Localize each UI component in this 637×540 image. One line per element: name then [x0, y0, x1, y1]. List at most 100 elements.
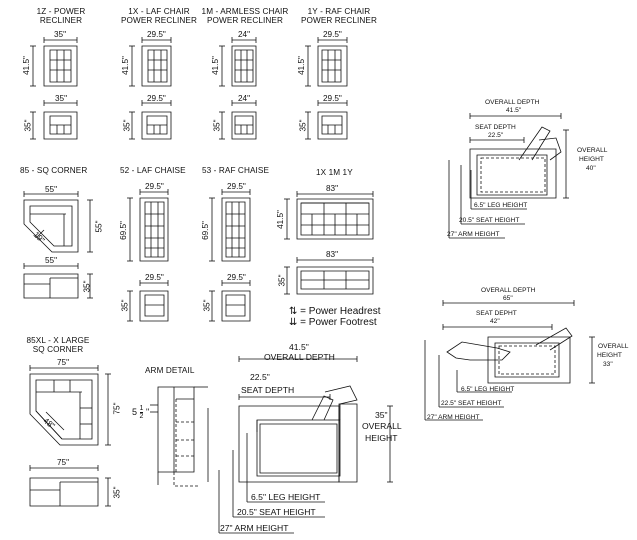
module-1m-front-width: 24"	[238, 94, 251, 103]
module-1m-width: 24"	[238, 30, 251, 39]
module-1m-height: 35"	[212, 119, 222, 132]
module-52-top-view	[127, 189, 168, 261]
main-arm-height: 27" ARM HEIGHT	[220, 523, 289, 533]
upright-overall-height-l1: OVERALL	[577, 147, 608, 154]
module-52-title: 52 - LAF CHAISE	[120, 166, 186, 175]
main-leg-height: 6.5" LEG HEIGHT	[251, 492, 321, 502]
module-85xl-title-line1: 85XL - X LARGE	[26, 336, 90, 345]
main-seat-depth-value: 22.5"	[250, 372, 270, 382]
upright-overall-depth-label: OVERALL DEPTH	[485, 99, 540, 106]
upright-arm-height: 27" ARM HEIGHT	[447, 231, 500, 238]
main-overall-depth-value: 41.5"	[289, 342, 309, 352]
module-85-depth: 55"	[94, 220, 104, 233]
module-53-height: 35"	[202, 299, 212, 312]
module-1z-width: 35"	[54, 30, 67, 39]
module-85xl-front-view	[30, 465, 111, 506]
module-52-depth: 69.5"	[118, 221, 128, 240]
upright-overall-height-l2: HEIGHT	[579, 156, 604, 163]
module-1m-depth: 41.5"	[210, 56, 220, 75]
upright-seat-height: 20.5" SEAT HEIGHT	[459, 217, 520, 224]
module-85xl-height: 35"	[112, 486, 122, 499]
main-overall-height-l1: OVERALL	[362, 421, 402, 431]
module-1x-depth: 41.5"	[120, 56, 130, 75]
module-85-top-view	[24, 191, 93, 252]
module-52-front-width: 29.5"	[145, 273, 164, 282]
upright-overall-height-value: 40"	[586, 165, 596, 172]
module-1z-top-view	[30, 37, 77, 86]
reclined-overall-depth-label: OVERALL DEPTH	[481, 287, 536, 294]
module-1x-title-line1: 1X - LAF CHAIR	[128, 7, 190, 16]
module-1z-depth: 41.5"	[21, 56, 31, 75]
module-53-width: 29.5"	[227, 182, 246, 191]
footrest-icon: ⇊	[289, 317, 298, 328]
module-1z-title-line2: RECLINER	[39, 16, 83, 25]
upright-leg-height: 6.5" LEG HEIGHT	[474, 202, 528, 209]
module-1y-front-view	[305, 100, 347, 139]
module-53-front-view	[209, 280, 250, 321]
main-overall-height-l2: HEIGHT	[365, 433, 398, 443]
reclined-overall-height-l2: HEIGHT	[597, 352, 622, 359]
arm-detail-dim-numerator: 1	[139, 405, 144, 413]
module-1z-front-width: 35"	[55, 94, 68, 103]
module-1y-title-line2: POWER RECLINER	[300, 16, 377, 25]
arm-detail-title: ARM DETAIL	[145, 366, 195, 375]
combo-top-view	[284, 191, 373, 239]
arm-detail-dim-unit: "	[145, 406, 150, 417]
module-85-width: 55"	[45, 185, 58, 194]
combo-front-view	[284, 257, 373, 294]
main-seat-height: 20.5" SEAT HEIGHT	[237, 507, 316, 517]
legend-headrest-text: = Power Headrest	[300, 306, 381, 317]
reclined-arm-height: 27" ARM HEIGHT	[427, 414, 480, 421]
module-85xl-depth: 75"	[112, 402, 122, 415]
reclined-leg-height: 6.5" LEG HEIGHT	[461, 386, 515, 393]
legend-power-headrest: ⇅ = Power Headrest	[289, 306, 381, 317]
module-85xl-top-view	[30, 365, 111, 445]
module-1y-title-line1: 1Y - RAF CHAIR	[307, 7, 371, 16]
reclined-overall-height-value: 33"	[603, 361, 613, 368]
arm-detail-dimension: 5 1 2 "	[132, 405, 149, 420]
module-53-title: 53 - RAF CHAISE	[202, 166, 270, 175]
module-53-depth: 69.5"	[200, 221, 210, 240]
combo-depth: 41.5"	[275, 210, 285, 229]
main-overall-height-value: 35"	[375, 410, 388, 420]
module-85-height: 35"	[82, 280, 92, 293]
arm-detail-dim-denominator: 2	[139, 413, 144, 420]
combo-width: 83"	[326, 184, 339, 193]
module-1m-title-line2: POWER RECLINER	[206, 16, 283, 25]
combo-front-width: 83"	[326, 250, 339, 259]
legend-footrest-text: = Power Footrest	[300, 317, 377, 328]
module-1z-title: 1Z - POWER RECLINER	[34, 7, 88, 25]
arm-detail-dim-fraction: 1 2	[139, 405, 144, 420]
reclined-seat-depth-label: SEAT DEPHT	[476, 310, 517, 317]
side-profile-reclined	[425, 300, 595, 420]
reclined-overall-height-l1: OVERALL	[598, 343, 629, 350]
module-85-front-view	[24, 263, 93, 298]
module-1y-width: 29.5"	[323, 30, 342, 39]
reclined-seat-depth-value: 42"	[490, 318, 500, 325]
main-seat-depth-label: SEAT DEPTH	[241, 385, 295, 395]
upright-seat-depth-value: 22.5"	[488, 132, 504, 139]
module-1x-height: 35"	[122, 119, 132, 132]
module-1x-front-width: 29.5"	[147, 94, 166, 103]
module-1m-title: 1M - ARMLESS CHAIR POWER RECLINER	[200, 7, 290, 25]
module-1z-front-view	[30, 100, 77, 139]
upright-overall-depth-value: 41.5"	[506, 107, 522, 114]
module-1z-title-line1: 1Z - POWER	[36, 7, 86, 16]
legend-power-footrest: ⇊ = Power Footrest	[289, 317, 377, 328]
combo-title: 1X 1M 1Y	[316, 168, 353, 177]
reclined-overall-depth-value: 65"	[503, 295, 513, 302]
reclined-seat-height: 22.5" SEAT HEIGHT	[441, 400, 502, 407]
module-1y-title: 1Y - RAF CHAIR POWER RECLINER	[296, 7, 382, 25]
side-profile-upright	[449, 113, 569, 238]
module-1x-top-view	[129, 37, 171, 86]
module-1y-height: 35"	[298, 119, 308, 132]
module-1y-top-view	[305, 37, 347, 86]
module-53-front-width: 29.5"	[227, 273, 246, 282]
module-85xl-title: 85XL - X LARGE SQ CORNER	[22, 336, 94, 354]
module-52-width: 29.5"	[145, 182, 164, 191]
module-1z-height: 35"	[23, 119, 33, 132]
side-profile-main	[219, 356, 393, 533]
combo-height: 35"	[277, 274, 287, 287]
module-1x-front-view	[129, 100, 171, 139]
